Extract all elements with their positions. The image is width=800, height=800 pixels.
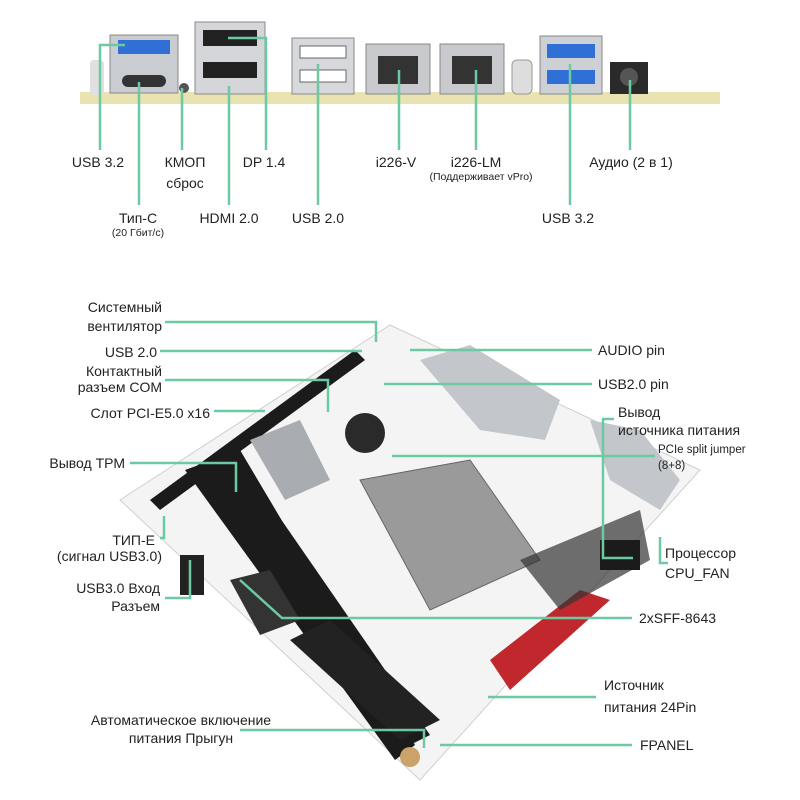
label-sff8643: 2xSFF-8643	[639, 610, 717, 626]
label-cmos-reset: сброс	[166, 175, 204, 191]
label-power-out-2: источника питания	[618, 422, 741, 438]
usb20-port	[299, 69, 347, 83]
label-auto-power-2: питания Прыгун	[128, 730, 234, 746]
leader-usb32-left	[98, 43, 125, 150]
label-pcie-split: PCIe split jumper	[658, 444, 746, 456]
usb20-port	[299, 45, 347, 59]
label-hdmi: HDMI 2.0	[199, 210, 259, 226]
label-sys-fan-1: Системный	[87, 299, 162, 315]
chipset-heatsink	[250, 420, 330, 500]
leader-cpu-fan	[658, 537, 668, 565]
label-usb20-pin: USB2.0 pin	[598, 376, 669, 392]
rj45-jack	[452, 56, 492, 84]
vrm-components	[520, 510, 650, 610]
label-usb30-2: Разъем	[111, 598, 160, 614]
usb32-port	[118, 40, 170, 54]
leader-usb30	[165, 560, 192, 600]
leader-type-e	[160, 516, 166, 540]
label-i226lm: i226-LM	[450, 154, 502, 170]
label-pcie-slot: Слот PCI-E5.0 x16	[90, 405, 210, 421]
label-usb20-header: USB 2.0	[104, 344, 157, 360]
leader-lines	[98, 36, 668, 748]
usb32-port	[547, 44, 595, 58]
leader-tpm	[130, 461, 238, 492]
leader-dp	[228, 36, 268, 150]
capacitor	[511, 59, 533, 95]
hdmi-port	[203, 62, 257, 78]
label-cmos: КМОП	[164, 154, 206, 170]
cmos-button	[179, 83, 189, 93]
cpu-power-connector	[600, 540, 640, 570]
io-panel-illustration	[80, 21, 720, 104]
label-cpu-fan-1: Процессор	[665, 545, 737, 561]
label-dp: DP 1.4	[242, 154, 286, 170]
capacitor	[90, 60, 104, 95]
rear-io-ports	[590, 420, 680, 510]
label-type-e-2: (сигнал USB3.0)	[56, 548, 162, 564]
leader-com	[165, 378, 330, 412]
label-tpm: Вывод ТРМ	[49, 455, 125, 471]
label-type-c-speed: (20 Гбит/с)	[111, 227, 165, 239]
leader-sys-fan	[165, 320, 378, 342]
usb30-header	[180, 555, 204, 595]
label-usb30-1: USB3.0 Вход	[76, 580, 160, 596]
label-fpanel: FPANEL	[640, 737, 694, 753]
mounting-hole	[400, 747, 420, 767]
label-i226v: i226-V	[375, 154, 417, 170]
vrm-heatsink	[490, 590, 610, 690]
label-power-out-1: Вывод	[618, 404, 661, 420]
label-audio: Аудио (2 в 1)	[589, 154, 673, 170]
label-type-c: Тип-С	[118, 210, 158, 226]
rear-io-ports	[420, 345, 560, 440]
label-atx24-2: питания 24Pin	[604, 699, 697, 715]
label-pcie-split-mode: (8+8)	[658, 460, 686, 472]
label-type-e-1: ТИП-E	[112, 532, 155, 548]
label-atx24-1: Источник	[604, 677, 664, 693]
label-vpro: (Поддерживает vPro)	[429, 171, 533, 183]
label-sys-fan-2: вентилятор	[87, 318, 162, 334]
atx24-connector	[290, 620, 440, 740]
audio-jack-hole	[620, 68, 638, 86]
leader-auto-power	[240, 728, 426, 748]
label-com-1: Контактный	[85, 363, 162, 379]
typec-port	[122, 75, 166, 87]
label-usb32-left: USB 3.2	[71, 154, 125, 170]
label-audio-pin: AUDIO pin	[598, 342, 665, 358]
cmos-battery	[345, 413, 385, 453]
motherboard-illustration	[119, 324, 701, 781]
label-usb32-right: USB 3.2	[541, 210, 595, 226]
label-cpu-fan-2: CPU_FAN	[665, 565, 730, 581]
label-com-2: разъем COM	[77, 379, 162, 395]
label-auto-power-1: Автоматическое включение	[90, 712, 272, 728]
leader-sff	[239, 579, 632, 620]
label-usb20: USB 2.0	[291, 210, 345, 226]
leader-power-out	[601, 417, 633, 560]
